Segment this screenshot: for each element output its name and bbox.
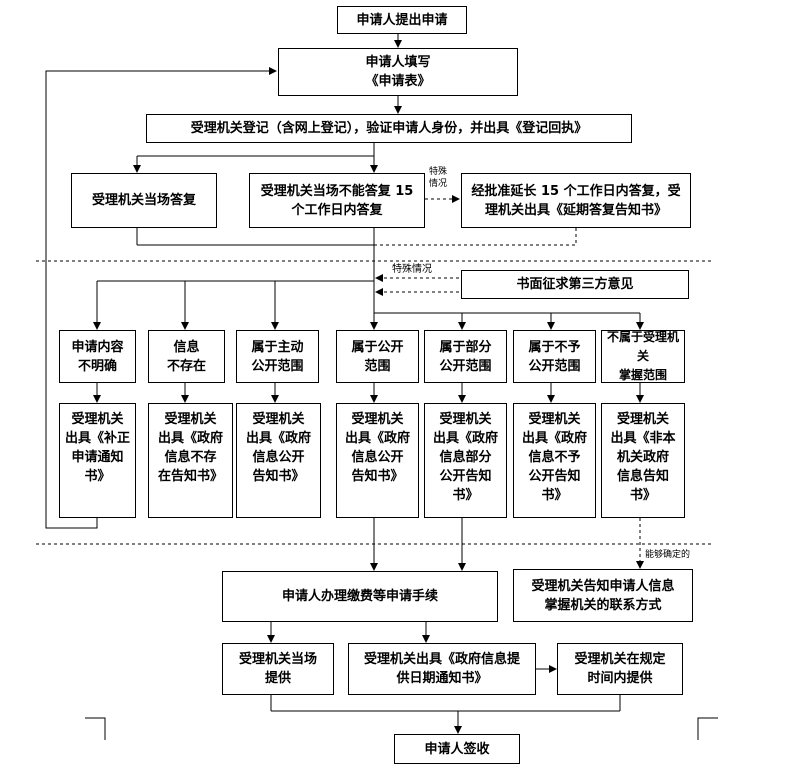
label-special-case-2: 特殊情况 bbox=[392, 264, 432, 275]
node-doc-supplement: 受理机关 出具《补正 申请通知 书》 bbox=[59, 403, 136, 518]
corner-mark bbox=[697, 717, 718, 740]
label-special-case: 特殊 情况 bbox=[429, 167, 448, 189]
node-deadline-notice: 受理机关出具《政府信息提 供日期通知书》 bbox=[348, 643, 536, 695]
node-contact-info: 受理机关告知申请人信息 掌握机关的联系方式 bbox=[513, 569, 693, 622]
node-not-exist: 信息 不存在 bbox=[148, 330, 225, 383]
node-provide-later: 受理机关在规定 时间内提供 bbox=[557, 643, 683, 695]
node-doc-partial-public: 受理机关 出具《政府 信息部分 公开告知 书》 bbox=[424, 403, 507, 518]
node-doc-not-public: 受理机关 出具《政府 信息不予 公开告知 书》 bbox=[513, 403, 596, 518]
node-not-held: 不属于受理机关 掌握范围 bbox=[601, 330, 685, 383]
node-active-public: 属于主动 公开范围 bbox=[236, 330, 319, 383]
node-doc-active-public: 受理机关 出具《政府 信息公开 告知书》 bbox=[236, 403, 321, 518]
node-not-public: 属于不予 公开范围 bbox=[513, 330, 596, 383]
node-fees: 申请人办理缴费等申请手续 bbox=[222, 571, 498, 622]
connector-loop bbox=[45, 67, 277, 529]
node-fill-form: 申请人填写 《申请表》 bbox=[278, 48, 518, 96]
node-public: 属于公开 范围 bbox=[336, 330, 419, 383]
node-doc-not-exist: 受理机关 出具《政府 信息不存 在告知书》 bbox=[148, 403, 233, 518]
node-doc-public: 受理机关 出具《政府 信息公开 告知书》 bbox=[336, 403, 419, 518]
node-partial-public: 属于部分 公开范围 bbox=[424, 330, 507, 383]
node-reply-now: 受理机关当场答复 bbox=[71, 173, 217, 228]
node-reply-15-days: 受理机关当场不能答复 15 个工作日内答复 bbox=[249, 173, 425, 228]
node-extend-15-days: 经批准延长 15 个工作日内答复，受 理机关出具《延期答复告知书》 bbox=[461, 173, 691, 228]
node-provide-now: 受理机关当场 提供 bbox=[222, 643, 334, 695]
label-can-determine: 能够确定的 bbox=[645, 550, 691, 560]
corner-mark bbox=[85, 717, 106, 740]
node-sign: 申请人签收 bbox=[394, 734, 520, 764]
node-register: 受理机关登记（含网上登记），验证申请人身份，并出具《登记回执》 bbox=[146, 114, 632, 143]
node-third-party: 书面征求第三方意见 bbox=[461, 270, 689, 299]
node-doc-not-held: 受理机关 出具《非本 机关政府 信息告知 书》 bbox=[601, 403, 685, 518]
node-start: 申请人提出申请 bbox=[337, 6, 467, 34]
node-unclear: 申请内容 不明确 bbox=[59, 330, 136, 383]
